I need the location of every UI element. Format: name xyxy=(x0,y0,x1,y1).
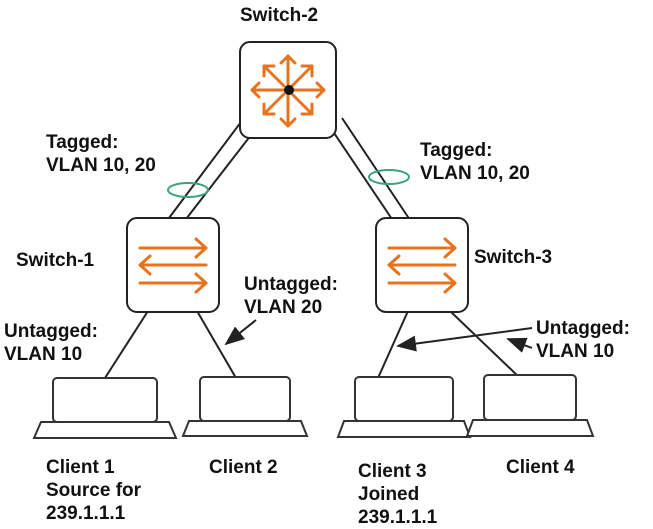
right-untagged-label: Untagged: VLAN 10 xyxy=(536,317,630,363)
client-1-address: 239.1.1.1 xyxy=(46,503,126,524)
client-3-address: 239.1.1.1 xyxy=(358,507,438,528)
left-untagged-label: Untagged: VLAN 10 xyxy=(4,320,98,366)
right-untagged-line2: VLAN 10 xyxy=(536,341,615,362)
link-switch1-client1 xyxy=(104,310,149,379)
laptop-icon[interactable] xyxy=(465,374,595,437)
middle-untagged-line1: Untagged: xyxy=(244,274,338,295)
right-untagged-line1: Untagged: xyxy=(536,318,630,339)
client-1-name: Client 1 xyxy=(46,457,115,478)
callout-arrows xyxy=(224,319,533,353)
switch-1-label: Switch-1 xyxy=(16,250,95,271)
client-1-label: Client 1 Source for 239.1.1.1 xyxy=(46,456,141,525)
right-tagged-line2: VLAN 10, 20 xyxy=(420,163,530,184)
laptop-icon[interactable] xyxy=(336,376,472,438)
left-tagged-line1: Tagged: xyxy=(46,132,119,153)
right-tagged-label: Tagged: VLAN 10, 20 xyxy=(420,139,530,185)
link-switch3-client4 xyxy=(449,310,521,379)
arrow-vlan20 xyxy=(224,319,257,346)
client-3-label: Client 3 Joined 239.1.1.1 xyxy=(358,460,437,529)
access-links xyxy=(104,310,521,379)
client-4-label: Client 4 xyxy=(506,456,575,479)
trunk-link-switch2-switch1 xyxy=(159,117,259,233)
switch-3-label: Switch-3 xyxy=(474,247,553,268)
switch-2[interactable] xyxy=(239,41,337,139)
lag-ring-left xyxy=(167,182,209,198)
switch-2-label: Switch-2 xyxy=(240,5,319,26)
arrow-vlan10-client3 xyxy=(396,327,533,352)
middle-untagged-line2: VLAN 20 xyxy=(244,297,323,318)
switch-3[interactable] xyxy=(375,217,469,313)
left-untagged-line1: Untagged: xyxy=(4,321,98,342)
client-3-name: Client 3 xyxy=(358,461,427,482)
switch-arrows-icon xyxy=(138,237,208,294)
client-3-note: Joined xyxy=(358,484,420,505)
left-tagged-line2: VLAN 10, 20 xyxy=(46,155,156,176)
link-switch3-client3 xyxy=(377,310,409,379)
client-2-label: Client 2 xyxy=(209,456,278,479)
laptop-icon[interactable] xyxy=(32,377,178,439)
laptop-icon[interactable] xyxy=(181,376,309,437)
router-core-icon xyxy=(250,54,326,128)
switch-1[interactable] xyxy=(126,217,220,313)
link-switch1-client2 xyxy=(196,310,237,379)
left-tagged-label: Tagged: VLAN 10, 20 xyxy=(46,131,156,177)
client-4-name: Client 4 xyxy=(506,457,575,478)
lag-ring-right xyxy=(368,169,410,185)
right-tagged-line1: Tagged: xyxy=(420,140,493,161)
client-1-note: Source for xyxy=(46,480,142,501)
switch-arrows-icon xyxy=(387,237,457,294)
left-untagged-line2: VLAN 10 xyxy=(4,344,83,365)
client-2-name: Client 2 xyxy=(209,457,278,478)
arrow-vlan10-client4 xyxy=(506,337,533,353)
middle-untagged-label: Untagged: VLAN 20 xyxy=(244,273,338,319)
